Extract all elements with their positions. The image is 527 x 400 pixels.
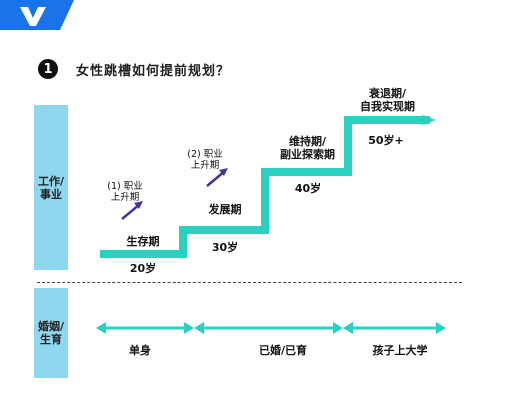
section-heading: 1 女性跳槽如何提前规划？: [38, 58, 230, 80]
section-title: 女性跳槽如何提前规划？: [76, 63, 231, 79]
section-number-badge: 1: [38, 59, 58, 79]
stage-age-1: 20岁: [129, 262, 157, 275]
promotion-arrow-1-head: [134, 201, 143, 209]
career-band-label: 工作/ 事业: [37, 174, 65, 201]
career-band: 工作/ 事业: [34, 105, 68, 270]
stage-name-3: 维持期/ 副业探索期: [280, 135, 335, 161]
staircase-end-arrow: [422, 115, 436, 125]
marriage-band-label: 婚姻/ 生育: [37, 320, 65, 346]
promotion-label-1: (1) 职业 上升期: [107, 181, 143, 203]
life-phase-label-married: 已婚/已育: [258, 344, 308, 357]
logo-mark: [20, 7, 46, 26]
stage-name-4: 衰退期/ 自我实现期: [360, 87, 415, 113]
section-divider: [37, 282, 462, 283]
promotion-label-2: (2) 职业 上升期: [187, 149, 223, 171]
marriage-band: 婚姻/ 生育: [34, 288, 68, 378]
brand-logo: [0, 0, 74, 30]
stage-age-4: 50岁+: [368, 134, 404, 147]
stage-age-2: 30岁: [211, 241, 239, 254]
life-phase-label-single: 单身: [129, 344, 151, 357]
stage-name-1: 生存期: [126, 235, 160, 248]
promotion-arrow-2-head: [219, 168, 228, 176]
stage-age-3: 40岁: [294, 182, 322, 195]
staircase-line: [100, 116, 430, 258]
life-phase-arrow-child-college: [343, 322, 446, 334]
life-phase-arrow-single: [96, 322, 194, 334]
stage-name-2: 发展期: [208, 203, 242, 216]
life-phase-arrow-married: [194, 322, 343, 334]
life-phase-label-child-college: 孩子上大学: [372, 344, 428, 357]
